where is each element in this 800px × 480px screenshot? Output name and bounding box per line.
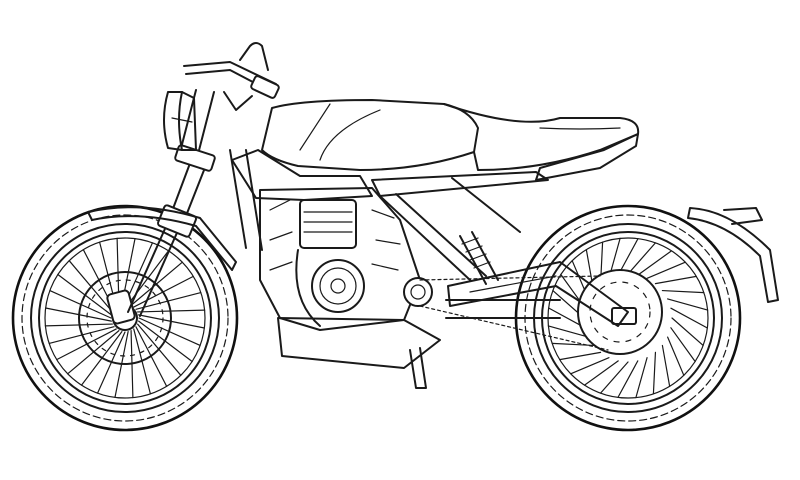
spoke <box>670 307 708 329</box>
engine <box>259 187 433 331</box>
side-panel <box>231 149 373 201</box>
front-rim-inner <box>44 237 206 399</box>
front-rim-outer <box>38 231 212 405</box>
front-brake-disc <box>78 271 172 365</box>
rear-spokes <box>547 237 709 399</box>
spoke <box>570 357 610 375</box>
front-wheel <box>11 204 239 432</box>
tail-section <box>535 133 639 181</box>
spoke <box>617 360 639 398</box>
spoke <box>670 327 696 363</box>
spoke <box>627 242 657 275</box>
spoke <box>667 336 685 376</box>
rear-sprocket-holes <box>589 281 651 343</box>
frame <box>229 149 549 281</box>
spoke <box>547 325 589 338</box>
front-tire-outer <box>11 204 239 432</box>
kickstand <box>409 347 427 389</box>
spoke <box>559 351 602 361</box>
spoke <box>583 360 619 386</box>
spoke <box>667 298 709 311</box>
seat <box>443 103 640 171</box>
exhaust <box>295 249 561 327</box>
spoke <box>637 250 673 276</box>
rear-shock <box>459 231 499 285</box>
front-fender <box>87 206 237 271</box>
front-tire-tread <box>21 214 229 422</box>
spoke <box>661 344 671 387</box>
front-brake-disc-holes <box>86 279 164 357</box>
spoke <box>599 361 629 394</box>
spoke <box>652 351 657 395</box>
spoke <box>654 275 697 285</box>
skid-plate <box>277 317 441 369</box>
rear-fender <box>687 207 779 303</box>
spoke <box>617 238 639 276</box>
spoke <box>551 342 595 347</box>
handlebar <box>183 42 280 111</box>
front-tire-inner <box>30 223 220 413</box>
fuel-tank <box>261 99 479 171</box>
spoke <box>671 317 704 347</box>
spoke <box>661 289 705 294</box>
spoke <box>646 261 686 279</box>
drive-chain <box>419 275 609 351</box>
spoke <box>635 357 648 399</box>
swingarm <box>447 261 629 327</box>
headlight <box>163 91 197 151</box>
